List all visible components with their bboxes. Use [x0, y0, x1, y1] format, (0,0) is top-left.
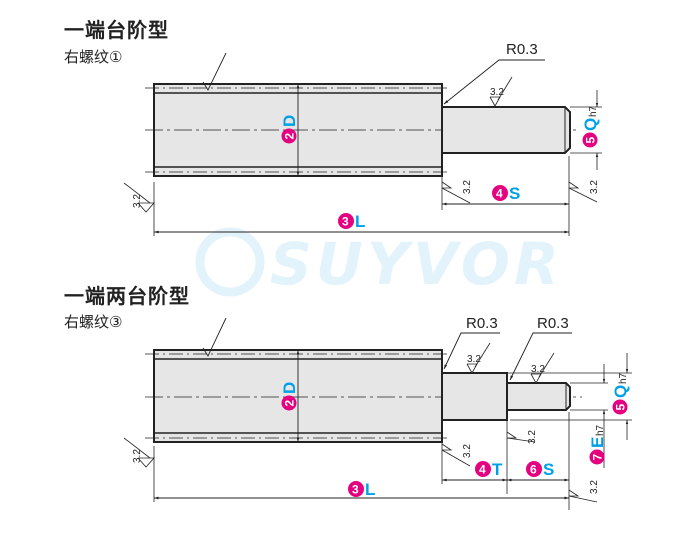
- watermark: SUYVOR: [195, 227, 563, 298]
- svg-text:6: 6: [530, 463, 537, 477]
- svg-text:3: 3: [352, 483, 359, 497]
- diagram2-roughness: 3.2: [467, 354, 481, 365]
- svg-text:h7: h7: [588, 105, 599, 117]
- svg-text:5: 5: [584, 137, 598, 144]
- diagram1-dim-Q-label: 5 Q h7: [581, 105, 600, 148]
- diagram1-dim-L-label: 3 L: [338, 212, 365, 231]
- diagram1-subtitle: 右螺纹①: [64, 48, 123, 66]
- svg-text:4: 4: [496, 187, 503, 201]
- svg-text:4: 4: [479, 463, 486, 477]
- diagram1-part: [123, 52, 602, 236]
- diagram1-roughness: 3.2: [462, 180, 473, 194]
- svg-text:S: S: [543, 460, 554, 479]
- diagram2-roughness: 3.2: [589, 480, 600, 494]
- diagram2-roughness: 3.2: [462, 444, 473, 458]
- diagram2-dim-Q-label: 5 Q h7: [611, 372, 630, 415]
- diagram2-dim-D-label: 2 D: [280, 382, 299, 411]
- diagram2-roughness: 3.2: [527, 430, 538, 444]
- diagram2-radius-note-2: R0.3: [537, 315, 569, 332]
- svg-text:2: 2: [283, 133, 297, 140]
- diagram2-dim-L-label: 3 L: [348, 480, 375, 499]
- svg-text:3: 3: [342, 215, 349, 229]
- diagram1-dim-S-label: 4 S: [492, 184, 520, 203]
- diagram1-title: 一端台阶型: [64, 18, 169, 42]
- diagram2-title: 一端两台阶型: [64, 284, 190, 308]
- svg-text:7: 7: [591, 454, 605, 461]
- svg-text:L: L: [365, 480, 375, 499]
- diagram2-subtitle: 右螺纹③: [64, 313, 123, 331]
- diagram1-roughness: 3.2: [490, 87, 504, 98]
- diagram1-dim-D-label: 2 D: [280, 115, 299, 144]
- svg-text:T: T: [492, 460, 503, 479]
- diagram2-roughness: 3.2: [531, 364, 545, 375]
- svg-text:S: S: [509, 184, 520, 203]
- svg-text:5: 5: [614, 404, 628, 411]
- diagram1-roughness: 3.2: [589, 180, 600, 194]
- diagram1-roughness: 3.2: [132, 194, 143, 208]
- diagram2-dim-E-label: 7 E h7: [588, 424, 607, 465]
- svg-text:D: D: [280, 382, 299, 394]
- svg-text:L: L: [355, 212, 365, 231]
- svg-text:SUYVOR: SUYVOR: [270, 230, 563, 298]
- svg-text:Q: Q: [611, 385, 630, 398]
- diagram2-dim-S-label: 6 S: [526, 460, 554, 479]
- diagram2-dim-T-label: 4 T: [475, 460, 503, 479]
- svg-text:D: D: [280, 115, 299, 127]
- svg-text:Q: Q: [581, 118, 600, 131]
- svg-text:h7: h7: [595, 424, 606, 436]
- svg-text:2: 2: [283, 400, 297, 407]
- diagram2-roughness: 3.2: [132, 449, 143, 463]
- diagram2-radius-note-1: R0.3: [466, 315, 498, 332]
- svg-text:h7: h7: [618, 372, 629, 384]
- svg-text:E: E: [588, 437, 607, 448]
- diagram2-part: [123, 317, 632, 510]
- diagram1-radius-note: R0.3: [506, 41, 538, 58]
